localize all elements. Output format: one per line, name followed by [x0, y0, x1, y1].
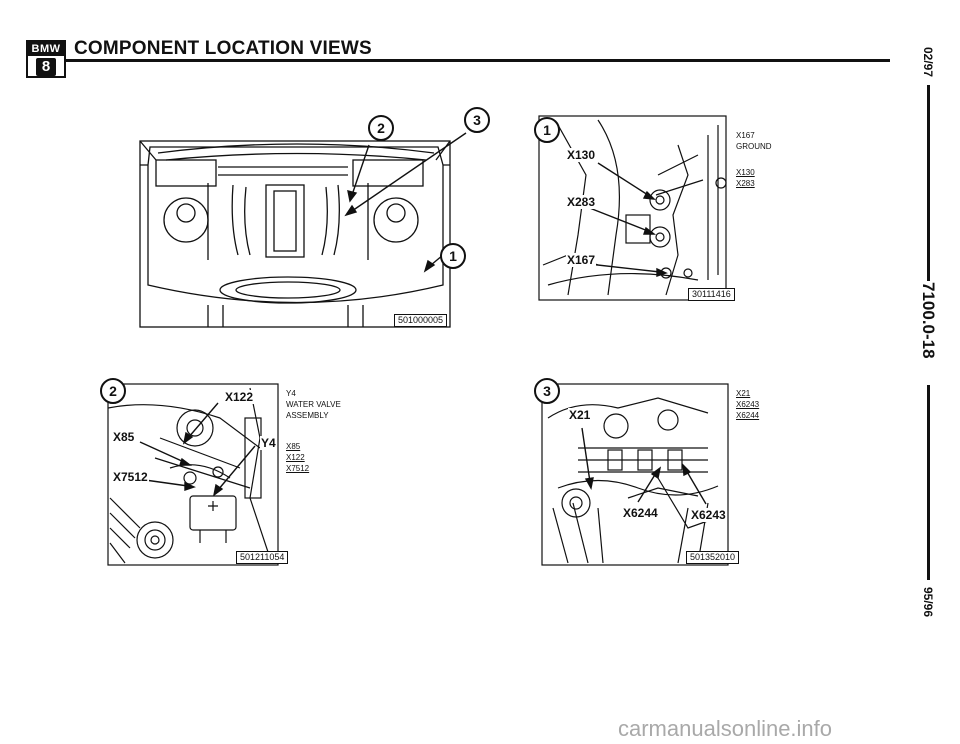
logo-text: BMW	[28, 42, 64, 56]
view-3-label-x21: X21	[568, 408, 592, 422]
view-2-legend: Y4 WATER VALVE ASSEMBLY X85 X122 X7512	[286, 388, 341, 474]
view-2-label-x85: X85	[112, 430, 136, 444]
legend-x6244: X6244	[736, 411, 760, 420]
view-2-figure: 2 X122 X85 X7512 Y4 501211054	[100, 378, 289, 566]
view-1-label-x167: X167	[566, 253, 597, 267]
legend-x21: X21	[736, 389, 751, 398]
callout-1: 1	[440, 243, 466, 269]
page-number: 7100.0-18	[919, 282, 938, 359]
view-3-legend: X21 X6243 X6244	[736, 388, 759, 421]
view-1-figure: 1 X130 X283 X167 30111416	[534, 115, 735, 301]
legend-y4: Y4	[286, 389, 296, 398]
watermark: carmanualsonline.info	[618, 716, 833, 741]
engine-bay-overview-drawing	[139, 132, 467, 328]
callout-3: 3	[464, 107, 490, 133]
legend-x6243: X6243	[736, 400, 760, 409]
view-2-callout: 2	[100, 378, 126, 404]
engine-bay-overview-figure: 2 3 1 501000005	[138, 105, 493, 330]
legend-water-valve: WATER VALVE	[286, 400, 341, 409]
legend-x130: X130	[736, 168, 755, 177]
model-years: 95/96	[921, 587, 935, 618]
view-1-label-x130: X130	[566, 148, 597, 162]
legend-x167: X167	[736, 131, 755, 140]
legend-ground: GROUND	[736, 142, 772, 151]
view-2-label-y4: Y4	[260, 436, 277, 450]
legend-assembly: ASSEMBLY	[286, 411, 329, 420]
callout-2: 2	[368, 115, 394, 141]
figure-id-501000005: 501000005	[394, 314, 448, 327]
bmw-logo: BMW 8	[26, 40, 66, 78]
view-3-callout: 3	[534, 378, 560, 404]
view-2-drawing	[107, 383, 279, 566]
margin-rule-top	[927, 85, 930, 281]
figure-id-30111416: 30111416	[688, 288, 735, 301]
legend-x85: X85	[286, 442, 301, 451]
legend-x7512: X7512	[286, 464, 310, 473]
figure-id-501211054: 501211054	[236, 551, 289, 564]
view-1-callout: 1	[534, 117, 560, 143]
legend-x283: X283	[736, 179, 755, 188]
figure-id-501352010: 501352010	[686, 551, 740, 564]
header-rule	[66, 59, 890, 62]
view-1-label-x283: X283	[566, 195, 597, 209]
view-3-label-x6243: X6243	[690, 508, 727, 522]
view-1-legend: X167 GROUND X130 X283	[736, 130, 772, 189]
legend-x122: X122	[286, 453, 305, 462]
view-2-label-x122: X122	[224, 390, 255, 404]
revision-date: 02/97	[921, 47, 935, 78]
view-3-label-x6244: X6244	[622, 506, 659, 520]
view-2-label-x7512: X7512	[112, 470, 149, 484]
view-3-drawing	[541, 383, 729, 566]
logo-series-number: 8	[35, 58, 57, 76]
page-title: COMPONENT LOCATION VIEWS	[74, 38, 372, 59]
view-3-figure: 3 X21 X6244 X6243 501352010	[534, 378, 740, 566]
margin-rule-middle	[927, 385, 930, 580]
